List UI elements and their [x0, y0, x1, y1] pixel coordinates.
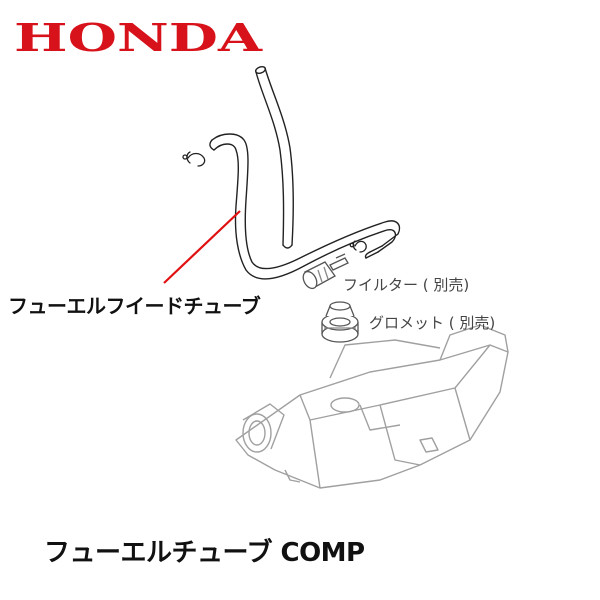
fuel-feed-tube-label: フューエルフイードチューブ — [8, 294, 261, 318]
honda-logo: HONDA — [14, 18, 263, 58]
vent-tube — [254, 66, 295, 249]
fuel-feed-tube — [209, 133, 401, 280]
grommet-label: グロメット ( 別売) — [369, 314, 496, 332]
hose-clip-lower — [349, 240, 367, 253]
leader-line — [163, 210, 241, 284]
filter-part — [302, 253, 349, 290]
logo-text: HONDA — [14, 18, 263, 58]
hose-clip-upper — [182, 151, 206, 167]
grommet-part — [321, 301, 359, 343]
product-caption: フューエルチューブ COMP — [44, 538, 365, 568]
fuel-tank — [235, 324, 509, 489]
filter-label: フイルター ( 別売) — [343, 276, 470, 294]
